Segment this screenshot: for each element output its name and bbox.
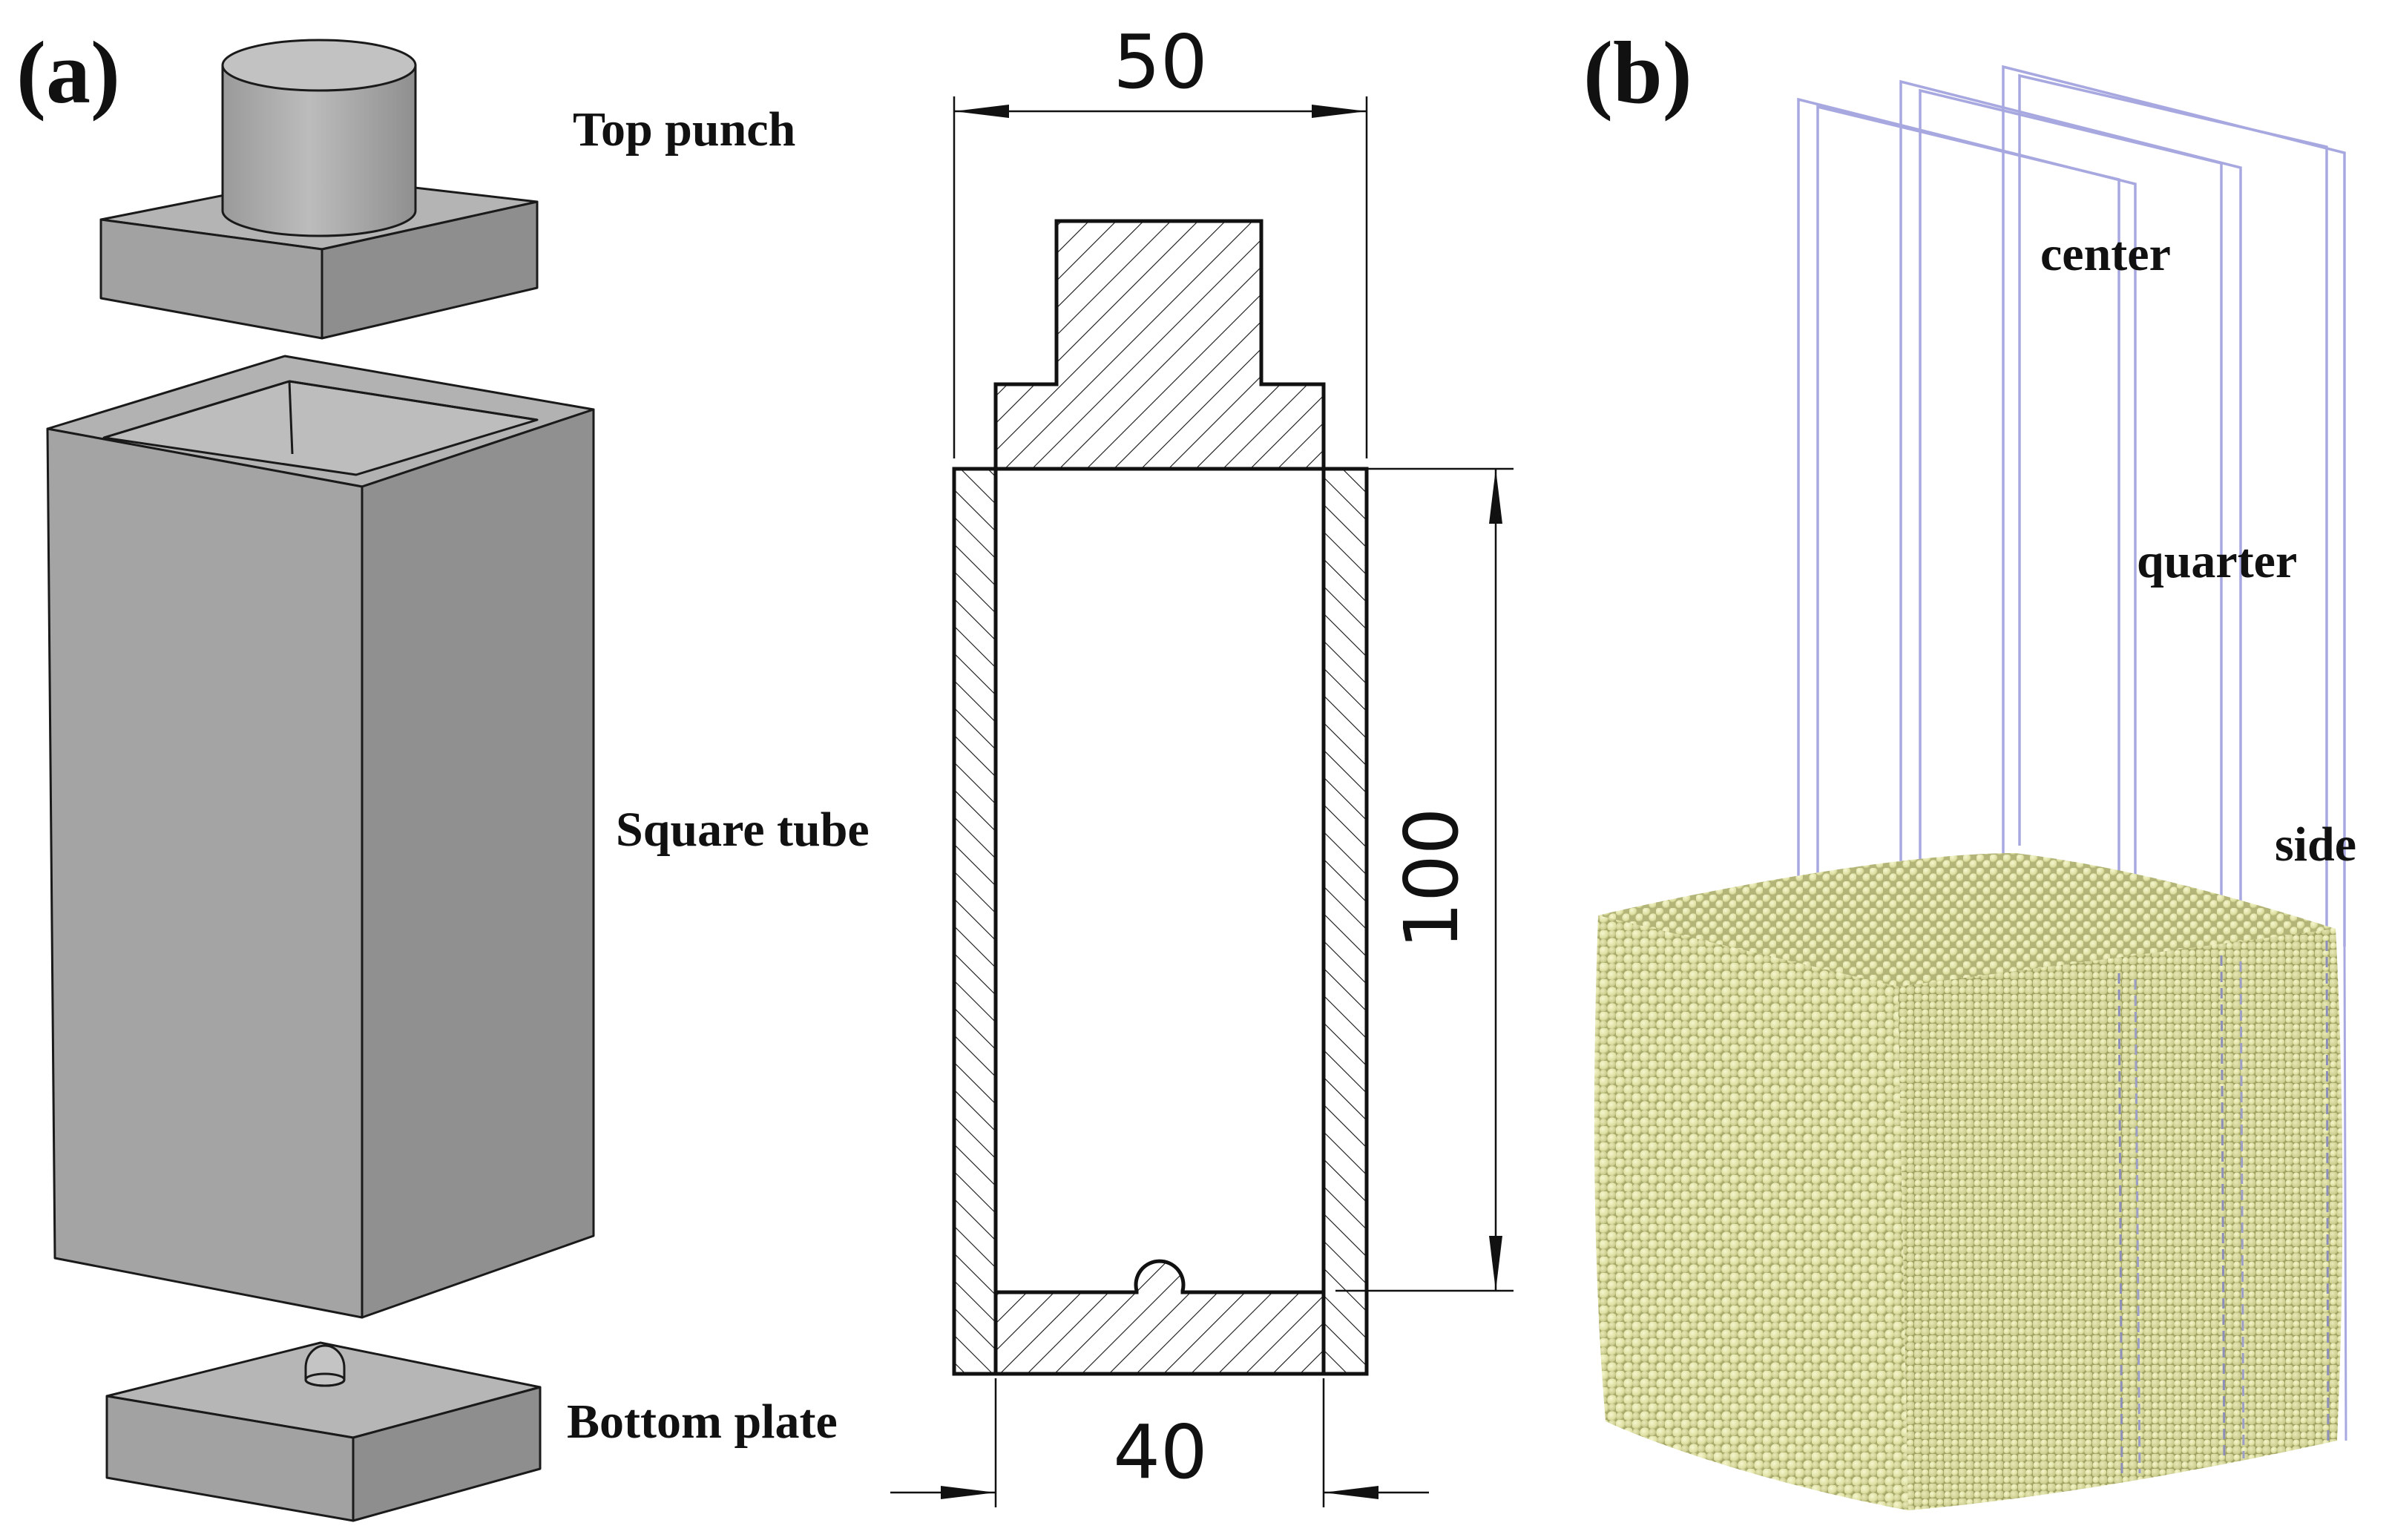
bottom-plate-boss-base [304,1372,346,1387]
particle-bed-front [1594,915,1908,1510]
particle-bed [1594,853,2343,1510]
bottom-plate-3d [105,1341,542,1522]
top-punch-cylinder-body [221,64,417,237]
square-tube-side [361,408,595,1319]
square-tube-front [46,427,364,1319]
top-punch-base-side [321,200,539,340]
dimension-50 [953,96,1368,458]
section-drawing: 50 100 40 [890,19,1514,1507]
square-tube-3d [46,355,595,1319]
top-punch-3d [99,39,539,340]
dimension-100 [1335,467,1514,1292]
center-label: center [2040,227,2171,281]
quarter-plane [1899,79,2242,961]
square-tube-label: Square tube [616,803,870,857]
panel-a-label: (a) [16,23,120,122]
dimension-40-label: 40 [1113,1409,1207,1495]
side-label: side [2275,817,2356,872]
center-plane [1797,97,2137,979]
plane-edges-front [2117,940,2347,1477]
section-outer-outline [952,467,1369,1376]
dimension-40 [890,1378,1429,1507]
panel-b-label: (b) [1583,23,1692,122]
panel-b: (b) [1583,23,2356,1510]
bottom-plate-side [352,1386,542,1522]
square-tube-inner-edge [289,380,538,421]
panel-a: (a) Top punch Square tube [16,23,870,1522]
section-left-wall [952,467,998,1376]
quarter-label: quarter [2137,534,2297,588]
bottom-plate-boss [304,1344,346,1387]
side-plane [2002,65,2346,947]
section-right-wall [1321,467,1369,1376]
top-punch-label: Top punch [573,102,795,157]
bottom-plate-label: Bottom plate [567,1395,838,1449]
dimension-100-label: 100 [1388,808,1475,950]
sampling-planes [1797,65,2346,979]
section-punch [993,219,1326,471]
section-bottom-plate [993,1259,1326,1376]
dimension-50-label: 50 [1113,19,1207,105]
top-punch-cylinder-top [221,39,417,92]
